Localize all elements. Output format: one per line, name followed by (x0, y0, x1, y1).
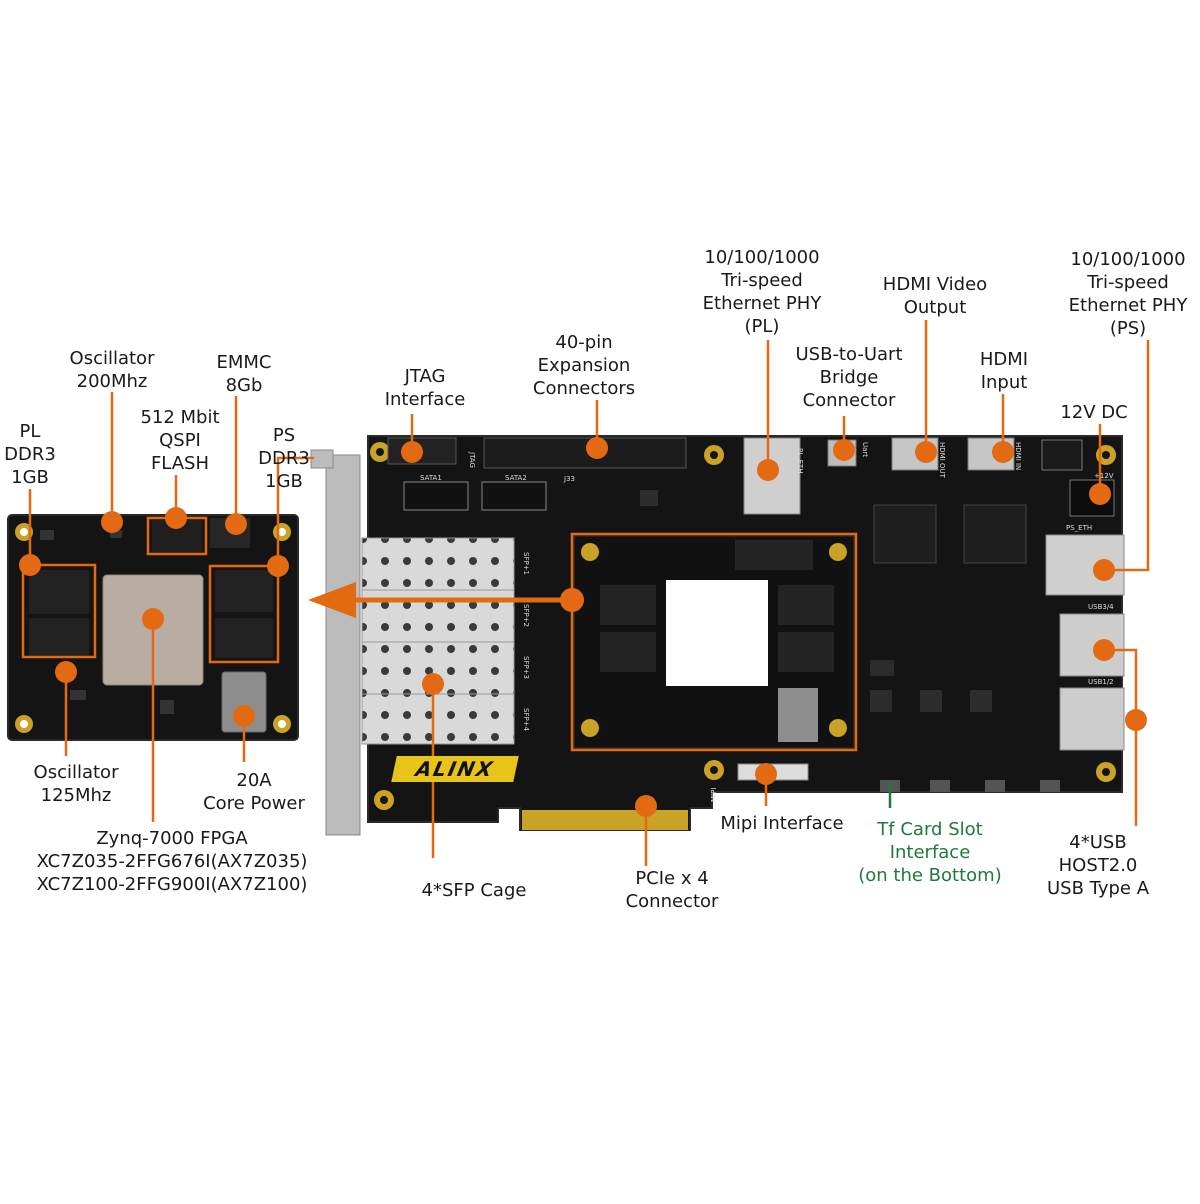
silk-usb12: USB1/2 (1088, 678, 1114, 686)
leader-eth-ps (1104, 340, 1150, 572)
leader-hdmi-in-dot (992, 441, 1014, 463)
silk-mipi: MIPI (710, 788, 718, 802)
label-mipi-interface: Mipi Interface (720, 813, 844, 834)
leader-eth-ps-dot (1093, 559, 1115, 581)
label-tf-card-slot: Tf Card Slot Interface (on the Bottom) (858, 819, 1002, 886)
label-ethernet-phy-pl: 10/100/1000 Tri-speed Ethernet PHY (PL) (702, 247, 822, 337)
silk-uart: Uart (861, 442, 869, 457)
silk-12v: +12V (1094, 472, 1114, 480)
module-pointer-dot (560, 588, 584, 612)
silk-sfp3: SFP+3 (522, 656, 530, 679)
module-box (570, 532, 858, 752)
label-core-power: 20A Core Power (203, 770, 305, 814)
label-usb-host: 4*USB HOST2.0 USB Type A (1046, 832, 1150, 899)
leader-hdmi-out-dot (915, 441, 937, 463)
leader-expansion-dot (586, 437, 608, 459)
label-emmc: EMMC 8Gb (216, 352, 272, 396)
label-jtag-interface: JTAG Interface (384, 366, 466, 410)
label-ethernet-phy-ps: 10/100/1000 Tri-speed Ethernet PHY (PS) (1068, 249, 1188, 339)
label-hdmi-video-output: HDMI Video Output (882, 274, 988, 318)
label-oscillator-200mhz: Oscillator 200Mhz (69, 348, 155, 392)
silk-hdmi-in: HDMI IN (1014, 442, 1022, 470)
highlight-boxes (21, 516, 858, 752)
leader-usb34-dot (1093, 639, 1115, 661)
silk-j33: J33 (563, 475, 575, 483)
leader-osc-200-dot (101, 511, 123, 533)
silk-usb34: USB3/4 (1088, 603, 1114, 611)
label-pcie-connector: PCIe x 4 Connector (625, 868, 719, 912)
leader-mipi-dot (755, 763, 777, 785)
label-sfp-cage: 4*SFP Cage (421, 880, 527, 901)
leader-core-power-dot (233, 705, 255, 727)
silk-hdmi-out: HDMI OUT (938, 442, 946, 479)
callout-leaders (19, 320, 1150, 866)
silk-sfp1: SFP+1 (522, 552, 530, 575)
leader-eth-pl-dot (757, 459, 779, 481)
label-zynq-fpga: Zynq-7000 FPGA XC7Z035-2FFG676I(AX7Z035)… (36, 828, 308, 895)
silk-sata2: SATA2 (505, 474, 527, 482)
ps-ddr3-box (208, 564, 280, 664)
leader-ps-ddr3 (276, 456, 314, 566)
silk-sfp4: SFP+4 (522, 708, 530, 732)
leader-pl-ddr3-dot (19, 554, 41, 576)
leader-sfp-dot (422, 673, 444, 695)
leader-12v-dot (1089, 483, 1111, 505)
silk-sata1: SATA1 (420, 474, 442, 482)
silk-sfp2: SFP+2 (522, 604, 530, 627)
silk-pl-eth: PL_ETH (796, 448, 804, 474)
leader-emmc-dot (225, 513, 247, 535)
label-40pin-expansion: 40-pin Expansion Connectors (532, 332, 636, 399)
leader-ps-ddr3-dot (267, 555, 289, 577)
module-pointer-arrow-head (308, 582, 356, 618)
label-ps-ddr3: PS DDR3 1GB (258, 425, 310, 492)
pl-ddr3-box (21, 563, 97, 659)
alinx-logo: ALINX (391, 756, 519, 782)
leader-usb-uart-dot (833, 439, 855, 461)
leader-usb12-dot (1125, 709, 1147, 731)
label-12v-dc: 12V DC (1060, 402, 1128, 423)
silk-jtag: JTAG (468, 451, 476, 468)
label-hdmi-input: HDMI Input (979, 349, 1029, 393)
label-oscillator-125mhz: Oscillator 125Mhz (33, 762, 119, 806)
label-qspi-flash: 512 Mbit QSPI FLASH (140, 407, 220, 474)
silk-ps-eth: PS_ETH (1066, 524, 1092, 532)
leader-jtag-dot (401, 441, 423, 463)
leader-qspi-dot (165, 507, 187, 529)
label-pl-ddr3: PL DDR3 1GB (4, 421, 56, 488)
leader-pcie-dot (635, 795, 657, 817)
leader-osc-125-dot (55, 661, 77, 683)
label-usb-uart-bridge: USB-to-Uart Bridge Connector (795, 344, 903, 411)
leader-fpga-dot (142, 608, 164, 630)
